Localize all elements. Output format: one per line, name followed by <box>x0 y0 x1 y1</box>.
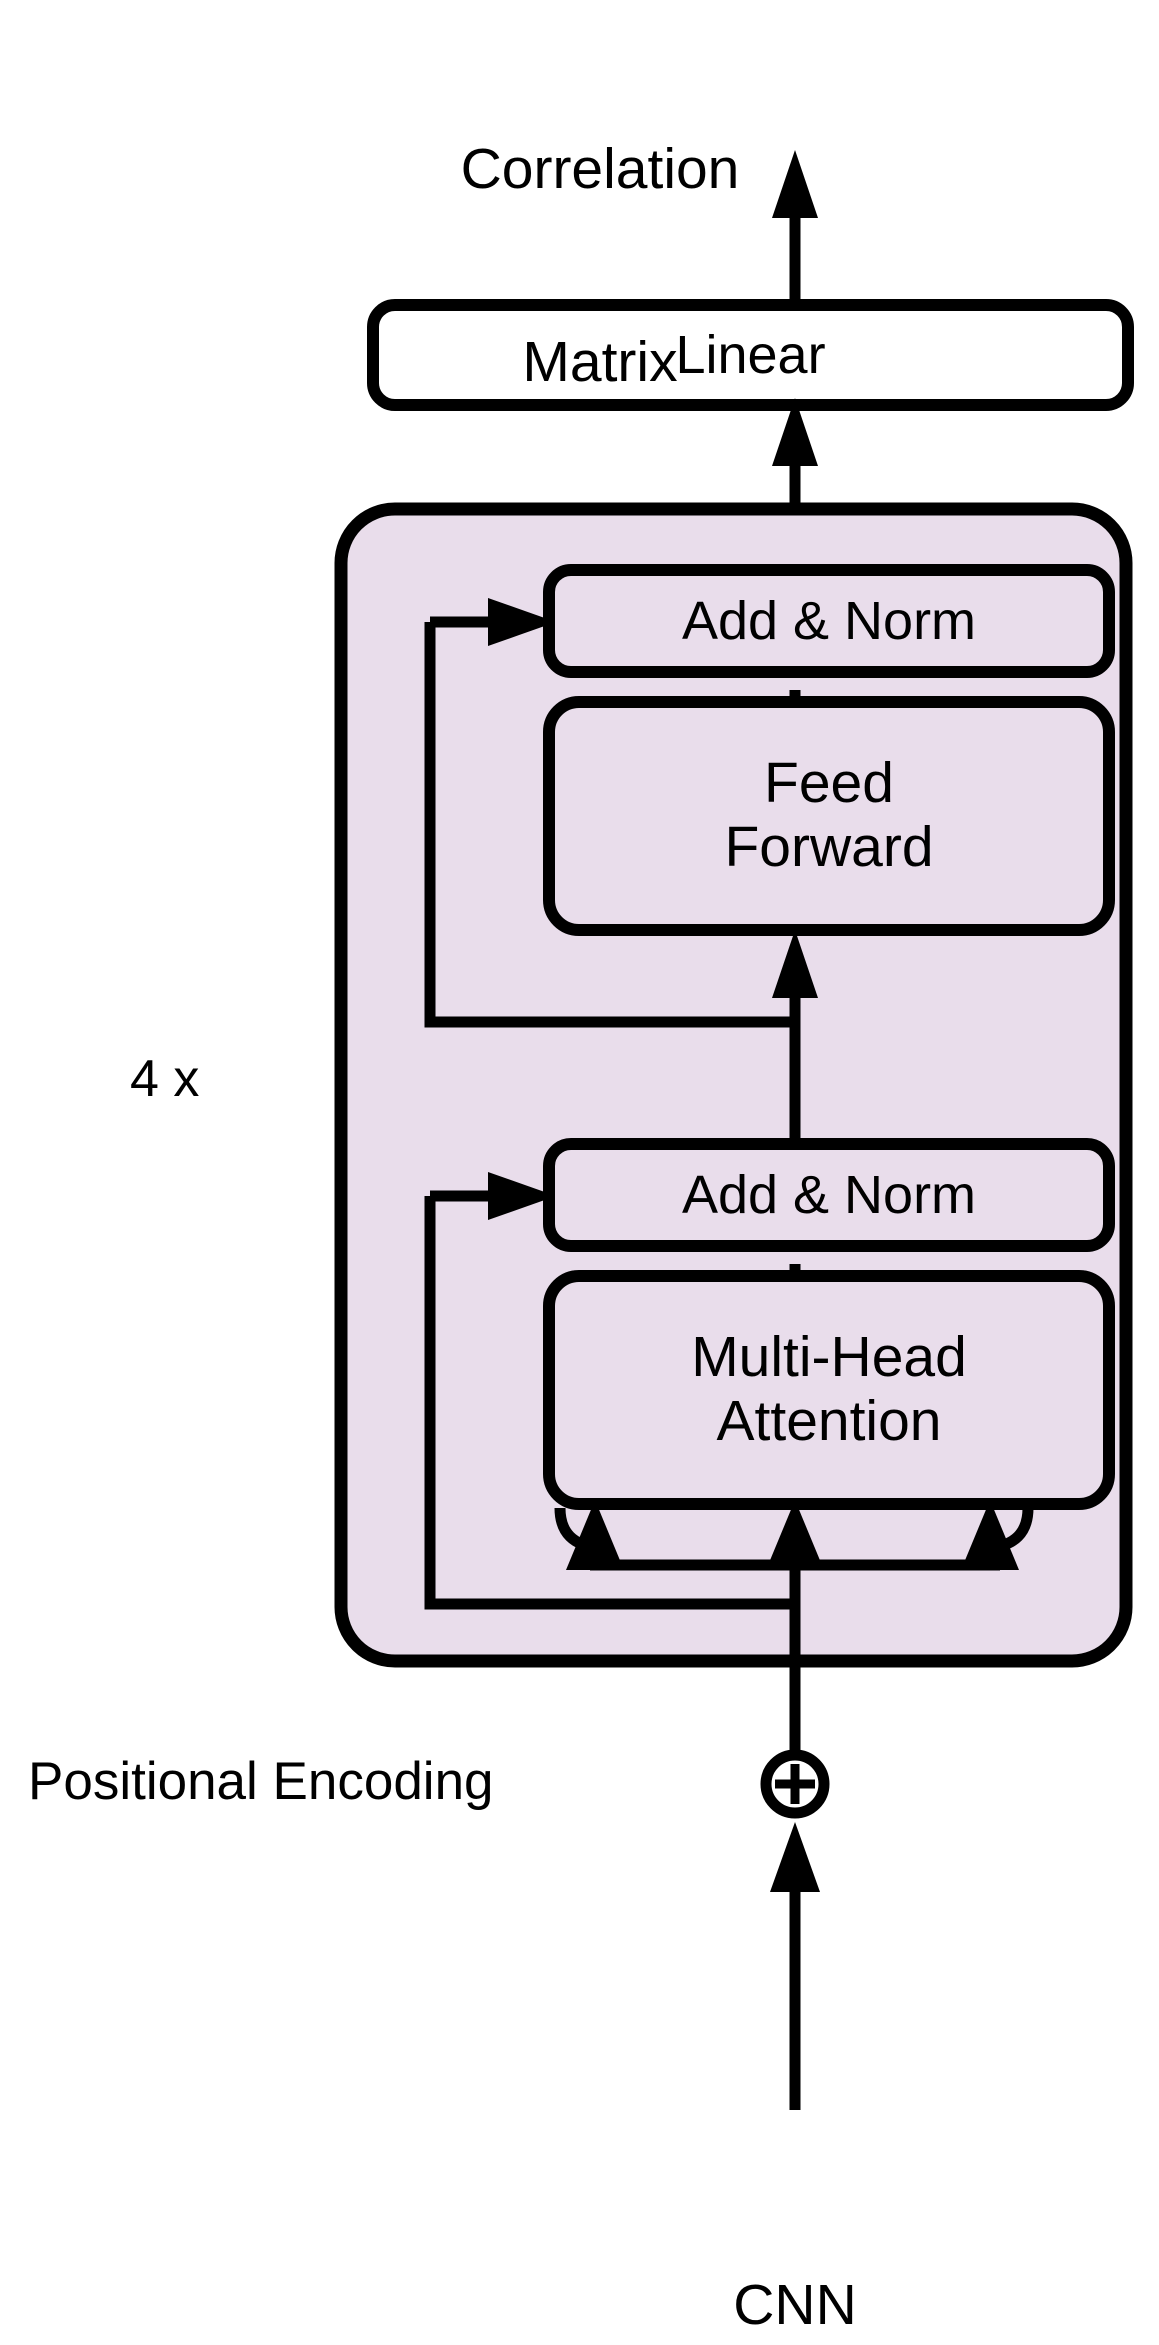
repeat-count-label: 4 x <box>130 1050 200 1108</box>
positional-encoding-label: Positional Encoding <box>28 1752 494 1811</box>
arrow-linear-to-output <box>772 150 818 300</box>
feed-forward-box <box>543 696 1115 936</box>
positional-encoding-adder <box>760 1661 830 1819</box>
add-norm-box-upper <box>543 564 1115 678</box>
residual-connection-attention <box>424 1172 795 1610</box>
output-label: Correlation Matrix <box>380 8 1159 523</box>
input-label: CNN Outputs <box>575 2144 1015 2345</box>
multi-head-attention-box <box>543 1270 1115 1510</box>
linear-box <box>367 299 1134 411</box>
attention-input-arrow-q <box>566 1500 624 1570</box>
arrow-trunk-to-feedforward <box>772 930 818 1022</box>
output-label-line1: Correlation <box>460 136 740 201</box>
input-label-line1: CNN <box>733 2272 857 2337</box>
residual-connection-feedforward <box>424 598 795 1028</box>
output-label-line2: Matrix <box>522 330 678 395</box>
add-norm-box-lower <box>543 1138 1115 1252</box>
arrow-encoder-to-linear <box>772 398 818 503</box>
arrow-input-to-adder <box>770 1822 820 2110</box>
attention-input-arrow-k <box>766 1500 824 1570</box>
attention-input-arrow-v <box>961 1500 1019 1570</box>
